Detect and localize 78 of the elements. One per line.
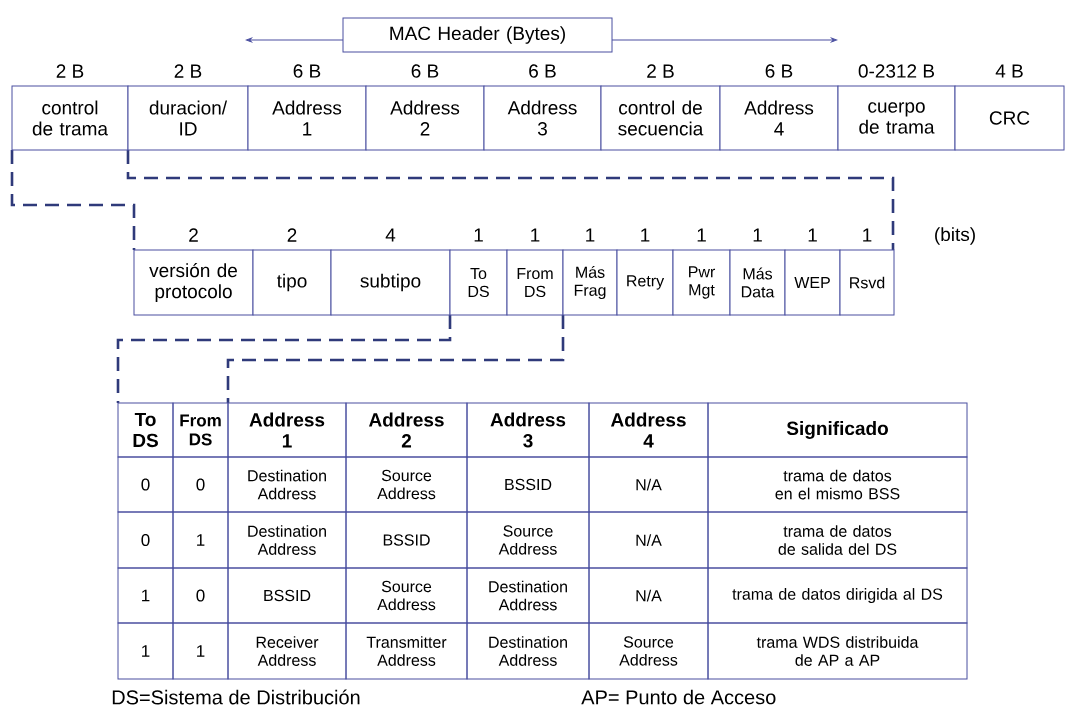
table-cell: 0 [172,567,229,624]
table-cell: Source Address [466,511,590,569]
table-cell: 0 [172,456,229,513]
field-cell: Address 3 [483,85,602,151]
table-cell: 0 [117,511,174,569]
field-cell: From DS [506,249,564,316]
size-label: 2 B [647,64,674,78]
table-cell: BSSID [466,456,590,513]
size-label: 4 B [995,64,1023,78]
field-cell: To DS [449,249,508,316]
table-cell: Transmitter Address [345,622,468,680]
field-cell: Address 1 [247,85,367,151]
table-cell: trama WDS distribuida de AP a AP [707,622,968,680]
table-cell: trama de datos de salida del DS [707,511,968,569]
size-label: 1 [808,228,817,242]
size-label: 6 B [765,64,793,78]
table-cell: Receiver Address [227,622,347,680]
size-label: 1 [641,228,650,242]
field-cell: Pwr Mgt [672,249,731,316]
table-cell: trama de datos dirigida al DS [707,567,968,624]
field-cell: cuerpo de trama [837,85,956,151]
field-cell: control de trama [11,85,129,151]
table-cell: N/A [588,511,709,569]
field-cell: CRC [954,85,1065,151]
size-label: 0-2312 B [858,64,935,78]
header-cell: To DS [117,402,174,458]
size-label: 1 [531,228,540,242]
field-cell: WEP [784,249,841,316]
table-cell: Destination Address [227,511,347,569]
table-cell: Source Address [345,456,468,513]
size-label: 6 B [293,64,321,78]
size-label: 1 [586,228,595,242]
field-cell: Address 2 [365,85,485,151]
table-cell: N/A [588,456,709,513]
field-cell: tipo [252,249,332,316]
table-cell: trama de datos en el mismo BSS [707,456,968,513]
size-label: 2 B [56,64,84,78]
field-cell: Address 4 [719,85,839,151]
table-cell: 0 [117,456,174,513]
table-cell: 1 [117,567,174,624]
table-cell: 1 [172,622,229,680]
size-label: 1 [863,228,872,242]
table-cell: BSSID [345,511,468,569]
footnote: DS=Sistema de Distribución [112,689,360,705]
size-label: 1 [474,228,483,242]
size-label: 6 B [529,64,556,78]
header-cell: Significado [707,402,968,458]
size-label: 6 B [411,64,439,78]
table-cell: Destination Address [227,456,347,513]
field-cell: duracion/ ID [127,85,249,151]
table-cell: 1 [117,622,174,680]
table-cell: Source Address [345,567,468,624]
field-cell: Más Frag [562,249,618,316]
header-cell: Address 3 [466,402,590,458]
field-cell: versión de protocolo [133,249,254,316]
size-label: 2 [287,228,297,242]
unit-label: (bits) [935,227,975,245]
header-cell: Address 4 [588,402,709,458]
field-cell: Más Data [729,249,786,316]
size-label: 4 [385,228,396,242]
table-cell: BSSID [227,567,347,624]
field-cell: Retry [616,249,674,316]
table-cell: Destination Address [466,622,590,680]
footnote: AP= Punto de Acceso [581,689,776,705]
size-label: 2 [189,228,198,242]
size-label: 1 [753,228,762,242]
field-cell: control de secuencia [600,85,721,151]
size-label: 2 B [174,64,202,78]
field-cell: Rsvd [839,249,895,316]
header-box: MAC Header (Bytes) [342,17,613,53]
header-cell: Address 1 [227,402,347,458]
table-cell: Destination Address [466,567,590,624]
size-label: 1 [697,228,706,242]
table-cell: N/A [588,567,709,624]
table-cell: 1 [172,511,229,569]
table-cell: Source Address [588,622,709,680]
header-cell: From DS [172,402,229,458]
header-cell: Address 2 [345,402,468,458]
